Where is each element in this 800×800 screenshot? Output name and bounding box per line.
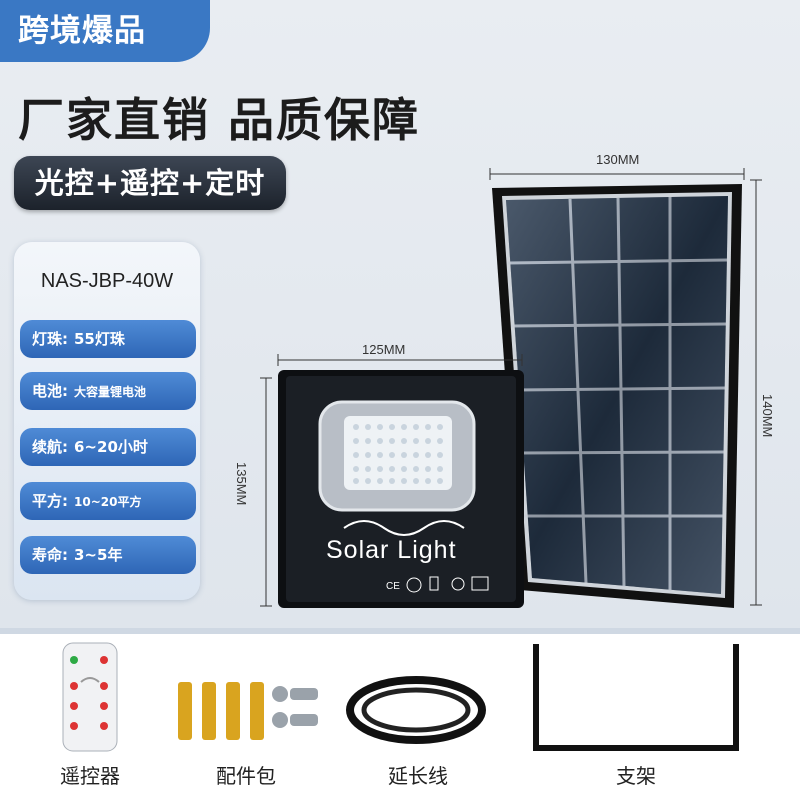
spec-key: 寿命: — [32, 546, 68, 564]
spec-value: 10~20平方 — [74, 495, 142, 509]
accessory-label-pack: 配件包 — [216, 764, 276, 788]
remote-control-icon — [62, 642, 118, 752]
accessory-label-remote: 遥控器 — [60, 764, 120, 788]
svg-text:CE: CE — [386, 581, 400, 592]
spec-key: 灯珠: — [32, 330, 68, 348]
spec-area: 平方: 10~20平方 — [20, 482, 196, 520]
spec-battery: 电池: 大容量锂电池 — [20, 372, 196, 410]
spec-key: 电池: — [32, 382, 68, 400]
accessory-label-bracket: 支架 — [616, 764, 656, 788]
accessory-pack-icon — [178, 682, 318, 740]
accessories-strip — [0, 634, 800, 800]
panel-width-label: 130MM — [596, 152, 640, 167]
headline: 厂家直销 品质保障 — [18, 93, 421, 147]
certification-icons: CE — [386, 576, 489, 593]
hot-product-badge: 跨境爆品 — [0, 0, 210, 62]
spec-value: 6~20小时 — [74, 438, 148, 456]
mounting-bracket-icon — [533, 644, 739, 751]
spec-leds: 灯珠: 55灯珠 — [20, 320, 196, 358]
extension-cable-icon — [346, 676, 486, 744]
lamp-brand-text: Solar Light — [326, 536, 457, 564]
spec-runtime: 续航: 6~20小时 — [20, 428, 196, 466]
flood-light-illustration: CE — [260, 354, 524, 608]
spec-lifespan: 寿命: 3~5年 — [20, 536, 196, 574]
panel-height-label: 140MM — [760, 394, 775, 438]
lamp-height-label: 135MM — [234, 462, 249, 506]
solar-panel-illustration — [489, 168, 762, 608]
lamp-width-label: 125MM — [362, 342, 406, 357]
spec-key: 平方: — [32, 492, 68, 510]
feature-pill: 光控+遥控+定时 — [14, 156, 286, 210]
spec-value: 55灯珠 — [74, 330, 125, 348]
accessory-label-cable: 延长线 — [388, 764, 448, 788]
spec-key: 续航: — [32, 438, 68, 456]
spec-value: 大容量锂电池 — [74, 385, 147, 399]
divider — [0, 628, 800, 634]
spec-value: 3~5年 — [74, 546, 123, 564]
spec-card: NAS-JBP-40W 灯珠:55灯珠 电池:大容量锂电池 续航:6~20小时 … — [14, 242, 200, 600]
model-number: NAS-JBP-40W — [40, 270, 174, 292]
